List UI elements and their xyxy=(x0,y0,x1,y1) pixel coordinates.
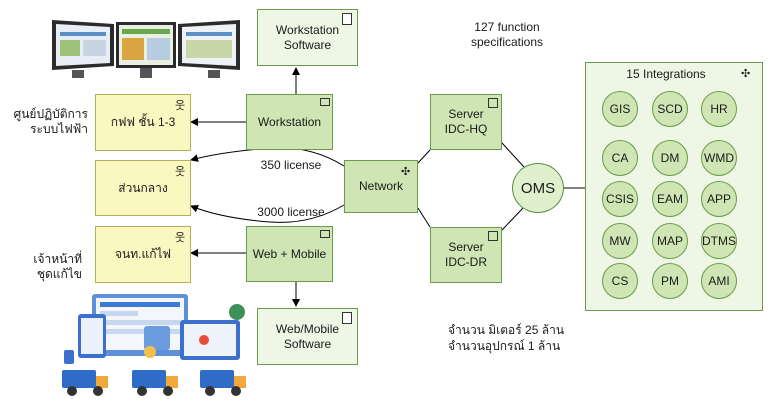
actor-label-3: จนท.แก้ไฟ xyxy=(114,247,171,261)
actor-label-1: กฟฟ ชั้น 1-3 xyxy=(110,115,176,129)
integration-ami[interactable]: AMI xyxy=(701,263,737,299)
integrations-title: 15 Integrations xyxy=(626,67,706,81)
integration-map[interactable]: MAP xyxy=(652,223,688,259)
edge-network-actor2-bottom xyxy=(190,204,345,223)
integration-csis[interactable]: CSIS xyxy=(602,181,638,217)
server-dr-label: Server IDC-DR xyxy=(445,240,487,269)
stick-figure-icon: 웃 xyxy=(175,232,186,244)
meters-note-1: จำนวน มิเตอร์ 25 ล้าน xyxy=(448,323,565,337)
network-label: Network xyxy=(358,179,403,193)
stick-figure-icon: 웃 xyxy=(175,166,186,178)
side-label-repair-2: ชุดแก้ไข xyxy=(36,267,82,281)
edge-network-hq xyxy=(417,149,431,164)
server-hq-node[interactable]: Server IDC-HQ xyxy=(430,94,502,150)
workstation-node[interactable]: Workstation xyxy=(246,94,333,150)
server-hq-label: Server IDC-HQ xyxy=(444,107,488,136)
web-mobile-software-label: Web/Mobile Software xyxy=(275,321,340,351)
web-mobile-devices-illustration xyxy=(52,290,248,402)
actor-box-3[interactable]: จนท.แก้ไฟ xyxy=(95,226,191,283)
integration-gis[interactable]: GIS xyxy=(602,91,638,127)
document-icon xyxy=(342,13,352,25)
license-350-text: 350 license xyxy=(260,158,322,172)
side-label-repair-1: เจ้าหน้าที่ xyxy=(33,252,82,266)
laptop-icon xyxy=(320,230,330,238)
side-label-ops-center-1: ศูนย์ปฏิบัติการ xyxy=(13,107,88,121)
integration-scd[interactable]: SCD xyxy=(652,91,688,127)
workstation-label: Workstation xyxy=(257,114,322,129)
workstation-monitors-illustration xyxy=(52,14,240,80)
integration-ca[interactable]: CA xyxy=(602,140,638,176)
actor-box-1[interactable]: กฟฟ ชั้น 1-3 xyxy=(95,94,191,151)
laptop-icon xyxy=(320,98,330,106)
web-mobile-node[interactable]: Web + Mobile xyxy=(246,226,333,282)
integration-wmd[interactable]: WMD xyxy=(701,140,737,176)
network-icon: ✣ xyxy=(741,68,751,80)
server-icon xyxy=(488,231,498,241)
meters-note-2: จำนวนอุปกรณ์ 1 ล้าน xyxy=(448,339,561,353)
web-mobile-software-node: Web/Mobile Software xyxy=(257,308,358,365)
network-node[interactable]: Network xyxy=(344,160,418,213)
stick-figure-icon: 웃 xyxy=(175,100,186,112)
web-mobile-label: Web + Mobile xyxy=(252,246,327,261)
oms-label: OMS xyxy=(520,179,556,197)
integration-mw[interactable]: MW xyxy=(602,223,638,259)
integration-eam[interactable]: EAM xyxy=(652,181,688,217)
actor-label-2: ส่วนกลาง xyxy=(118,180,168,195)
edge-network-dr xyxy=(417,207,431,228)
oms-node[interactable]: OMS xyxy=(512,163,564,213)
integration-cs[interactable]: CS xyxy=(602,263,638,299)
document-icon xyxy=(342,312,352,324)
integration-pm[interactable]: PM xyxy=(652,263,688,299)
function-specs-text: 127 function specifications xyxy=(470,20,544,49)
integration-dm[interactable]: DM xyxy=(652,140,688,176)
server-dr-node[interactable]: Server IDC-DR xyxy=(430,227,502,283)
edge-hq-oms xyxy=(501,142,525,168)
actor-box-2[interactable]: ส่วนกลาง xyxy=(95,160,191,216)
integration-dtms[interactable]: DTMS xyxy=(701,223,737,259)
integration-hr[interactable]: HR xyxy=(701,91,737,127)
server-icon xyxy=(488,98,498,108)
side-label-ops-center-2: ระบบไฟฟ้า xyxy=(30,122,88,136)
integrations-panel: 15 Integrations ✣ GIS SCD HR CA DM WMD CSIS EAM… xyxy=(585,62,763,311)
workstation-software-label: Workstation Software xyxy=(275,22,340,52)
network-icon: ✣ xyxy=(401,166,411,178)
license-3000-text: 3000 license xyxy=(257,205,325,219)
integration-app[interactable]: APP xyxy=(701,181,737,217)
workstation-software-node: Workstation Software xyxy=(257,9,358,66)
edge-dr-oms xyxy=(501,206,525,231)
